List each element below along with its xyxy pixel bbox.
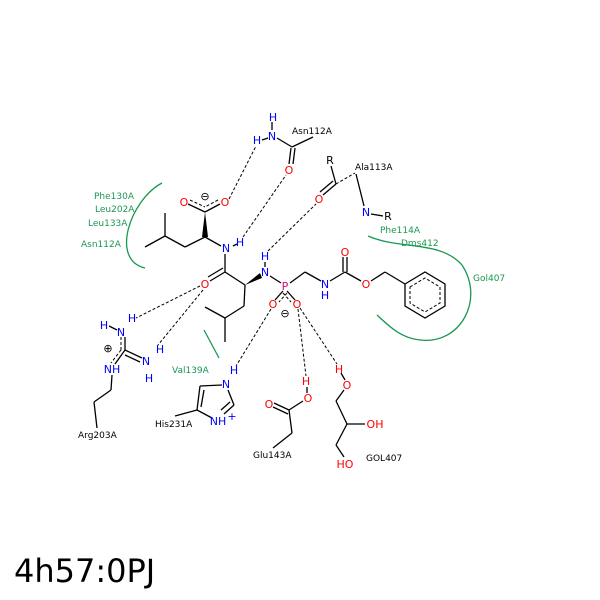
atom-n: N	[321, 278, 329, 291]
atom-o: O	[343, 379, 352, 392]
atom-h: H	[156, 343, 164, 356]
atom-n: N	[222, 378, 230, 391]
residue-label-arg203a: Arg203A	[78, 431, 118, 441]
atom-h: H	[128, 312, 136, 325]
positive-charge: +	[227, 410, 236, 423]
atom-o: O	[201, 278, 210, 291]
hydrophobic-arc-val139	[203, 329, 220, 359]
residue-label-ala113a: Ala113A	[355, 163, 393, 173]
atom-n: N	[117, 326, 125, 339]
atom-o: O	[285, 164, 294, 177]
atom-h: H	[269, 111, 277, 124]
atom-r: R	[384, 210, 392, 223]
atom-n: N	[261, 266, 269, 279]
atom-r: R	[326, 154, 334, 167]
negative-charge: ⊖	[280, 307, 289, 320]
atom-h: H	[253, 134, 261, 147]
atom-n: N	[362, 206, 370, 219]
diagram-title: 4h57:0PJ	[14, 552, 156, 590]
residue-label-asn112a: Asn112A	[292, 127, 333, 137]
residue-label-glu143a: Glu143A	[253, 451, 292, 461]
hydrophobic-label-leu202a: Leu202A	[95, 205, 135, 215]
hydrophobic-labels: Phe130A Leu202A Leu133A Asn112A Val139A …	[81, 192, 505, 376]
atom-h: H	[145, 372, 153, 385]
atom-h: H	[100, 319, 108, 332]
negative-charge: ⊖	[200, 190, 209, 203]
residue-label-gol407: GOL407	[366, 454, 402, 464]
atom-o: O	[362, 278, 371, 291]
atom-h: H	[261, 250, 269, 263]
hydrogen-bonds	[135, 145, 338, 377]
positive-charge: ⊕	[103, 342, 112, 355]
hydrophobic-label-asn112a: Asn112A	[81, 240, 122, 250]
atom-o: O	[304, 392, 313, 405]
atom-nh: NH	[104, 363, 121, 376]
atom-n: N	[268, 130, 276, 143]
hydrophobic-label-dms412: Dms412	[401, 239, 439, 249]
atom-n: N	[142, 355, 150, 368]
atom-o: O	[315, 193, 324, 206]
residue-label-his231a: His231A	[155, 420, 193, 430]
atom-ho: HO	[337, 458, 354, 471]
atom-p: P	[282, 280, 289, 293]
atom-o: O	[265, 398, 274, 411]
hydrophobic-label-gol407: Gol407	[473, 274, 505, 284]
atom-h: H	[236, 236, 244, 249]
atom-nh: NH	[210, 415, 227, 428]
atom-labels: H N H O O O ⊖ N H O H N P O O ⊖ N H O O …	[100, 111, 392, 471]
atom-h: H	[321, 289, 329, 302]
hydrophobic-arc-right	[367, 235, 472, 341]
bonds	[93, 122, 446, 458]
hydrophobic-label-phe130a: Phe130A	[94, 192, 135, 202]
atom-o: O	[341, 246, 350, 259]
atom-oh: OH	[367, 418, 384, 431]
hydrophobic-label-phe114a: Phe114A	[380, 226, 421, 236]
atom-n: N	[222, 242, 230, 255]
atom-h: H	[230, 364, 238, 377]
atom-o: O	[269, 298, 278, 311]
hydrophobic-arc-left	[126, 182, 163, 269]
atom-h: H	[335, 363, 343, 376]
atom-o: O	[221, 196, 230, 209]
hydrophobic-label-val139a: Val139A	[172, 366, 210, 376]
atom-o: O	[293, 298, 302, 311]
hydrophobic-label-leu133a: Leu133A	[88, 219, 128, 229]
residue-labels: Asn112A Ala113A Arg203A His231A Glu143A …	[78, 127, 402, 464]
atom-h: H	[302, 375, 310, 388]
atom-o: O	[180, 196, 189, 209]
